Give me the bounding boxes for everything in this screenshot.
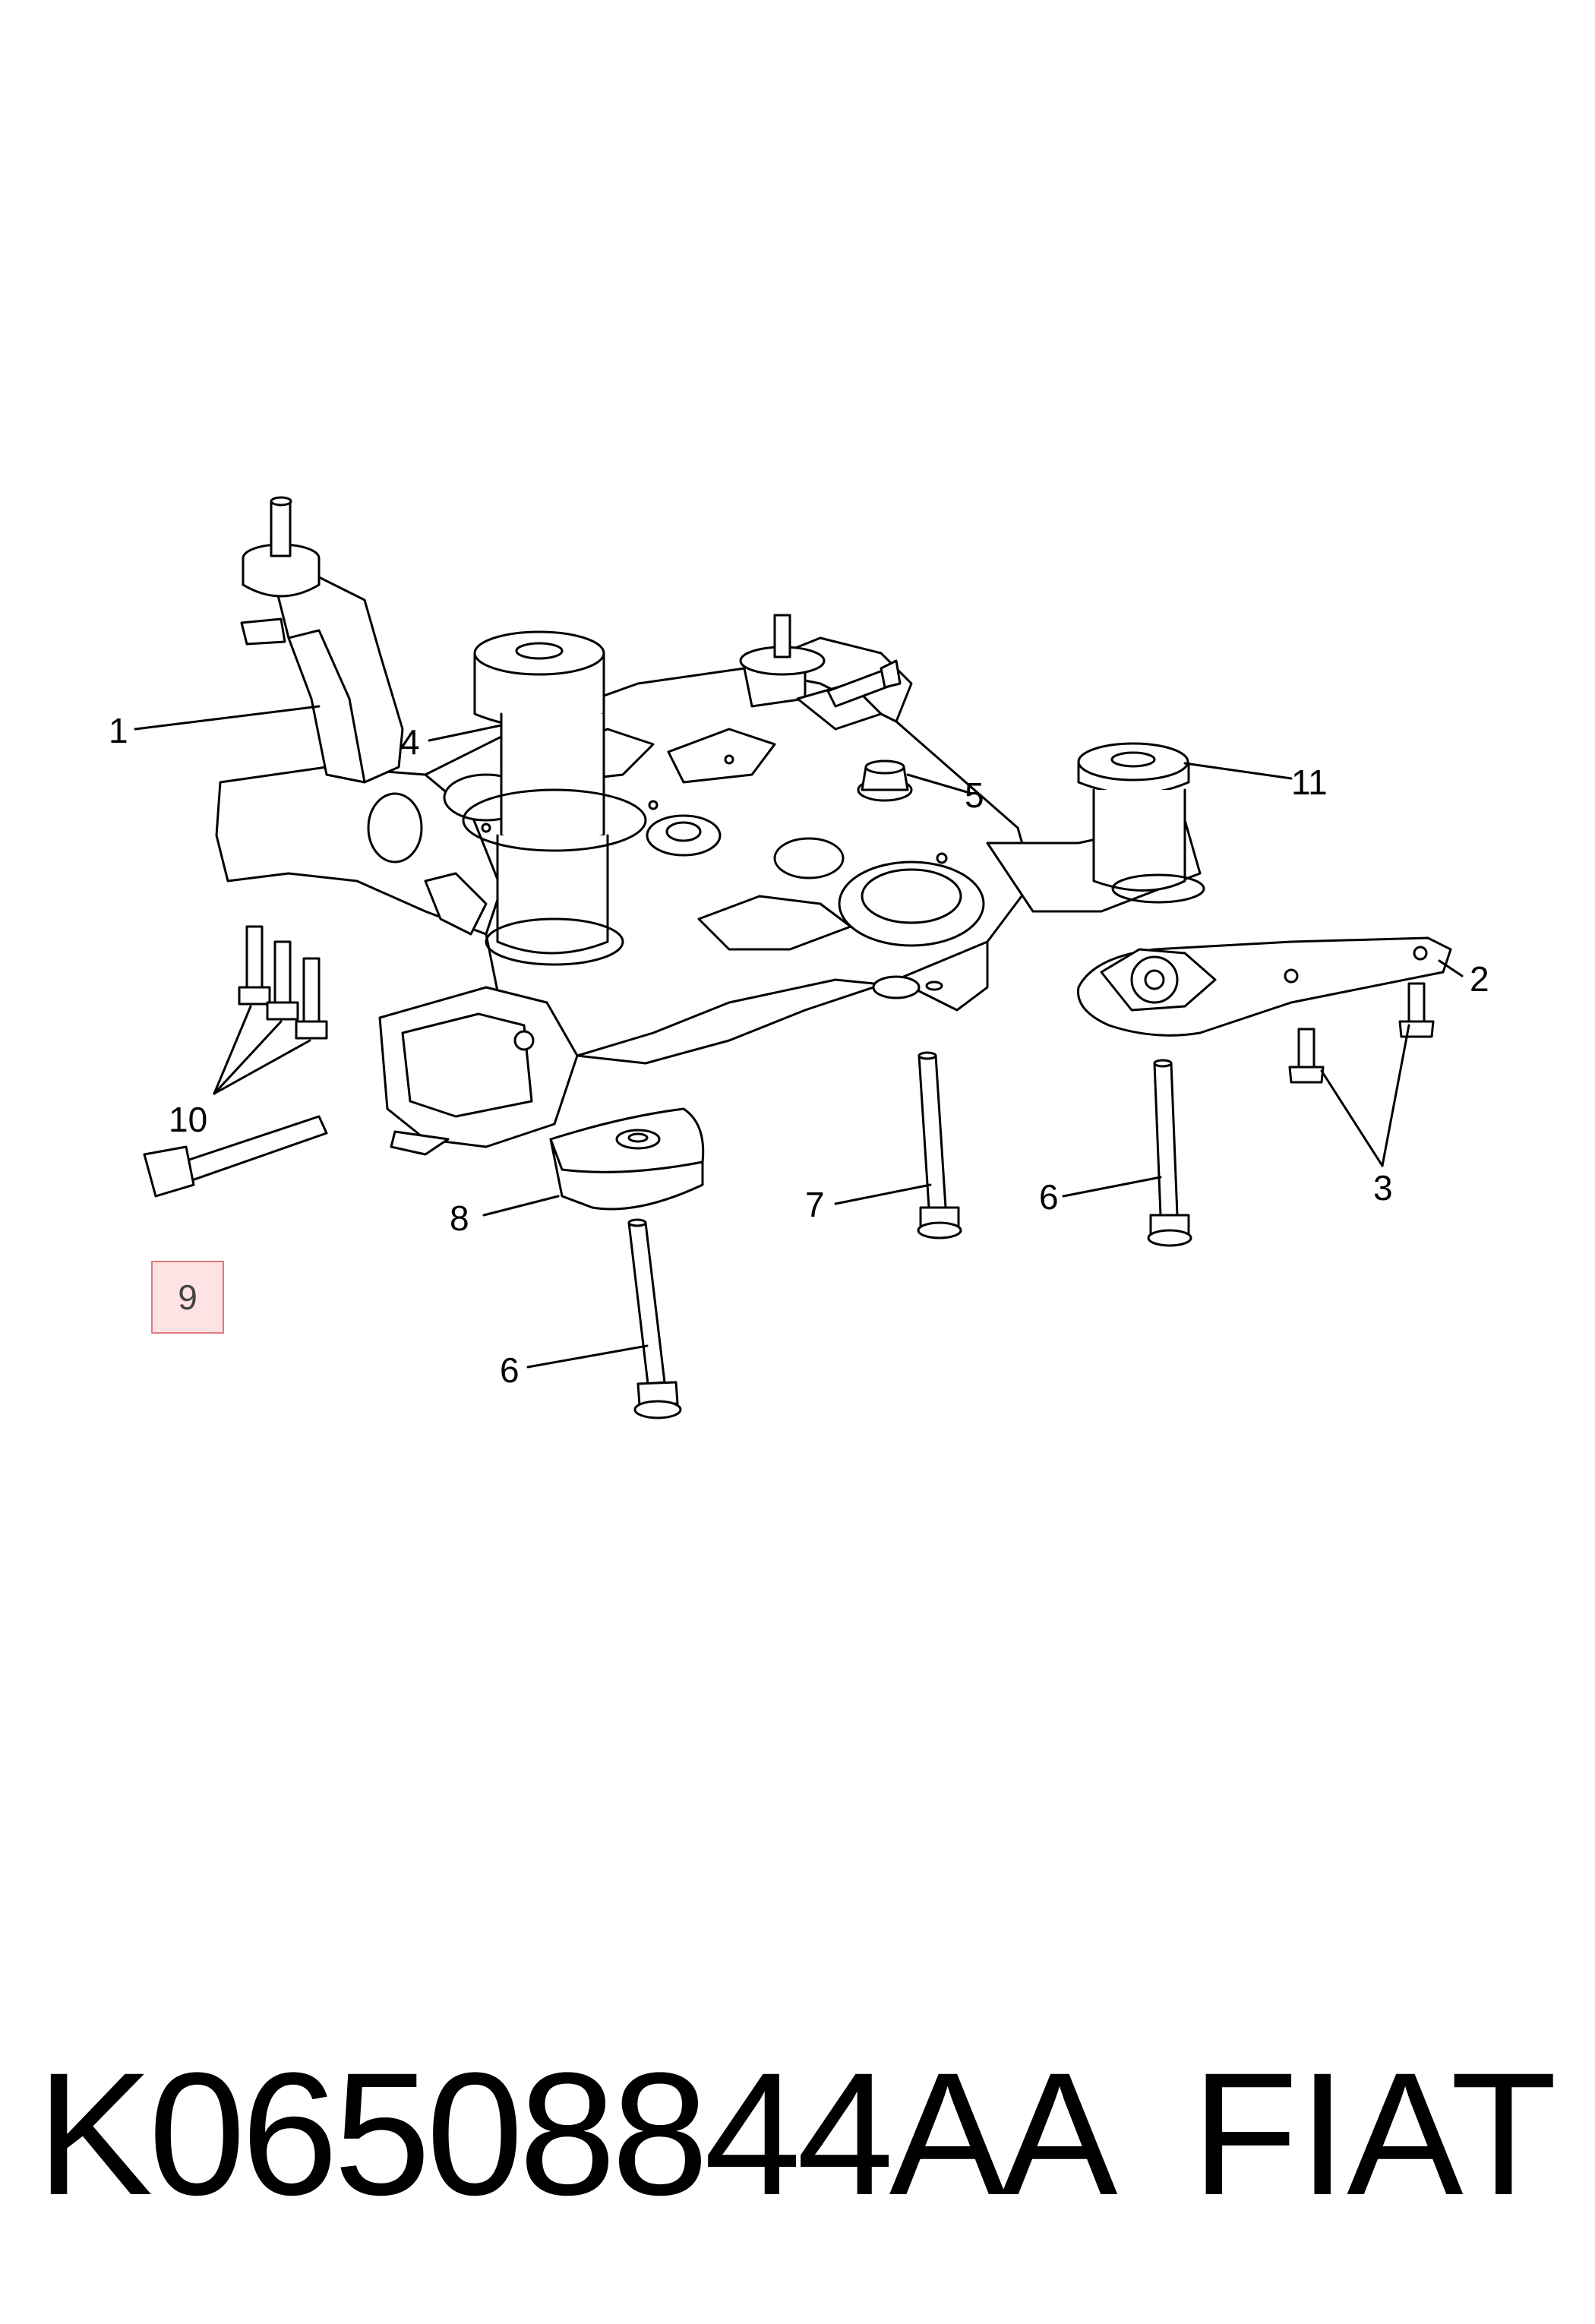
footer: K06508844AA FIAT xyxy=(0,2020,1595,2248)
bracket-2 xyxy=(1077,936,1452,1037)
nut-5 xyxy=(857,759,913,802)
callout-2[interactable]: 2 xyxy=(1470,959,1489,999)
bolt-10c xyxy=(295,957,328,1040)
bolt-6a xyxy=(1147,1059,1192,1247)
highlighted-callout-9[interactable]: 9 xyxy=(151,1261,224,1334)
callout-1[interactable]: 1 xyxy=(109,711,128,750)
bolt-10a xyxy=(238,925,271,1006)
mount-8 xyxy=(549,1107,705,1211)
bushing-11 xyxy=(1077,742,1205,904)
bolt-10b xyxy=(266,940,299,1021)
callout-6-right[interactable]: 6 xyxy=(1039,1177,1059,1217)
callout-11[interactable]: 11 xyxy=(1291,763,1328,802)
part-number: K06508844AA xyxy=(36,2036,1118,2231)
callout-10[interactable]: 10 xyxy=(169,1100,207,1139)
callout-5[interactable]: 5 xyxy=(965,775,984,815)
brand-name: FIAT xyxy=(1191,2036,1557,2231)
callout-6-lower[interactable]: 6 xyxy=(500,1350,520,1390)
leader-lines xyxy=(134,705,1464,1369)
bolt-6b xyxy=(627,1218,682,1419)
callout-4[interactable]: 4 xyxy=(400,722,420,762)
bushing-4 xyxy=(462,630,647,966)
callout-labels: 1 4 5 11 2 10 3 7 6 8 6 xyxy=(109,711,1489,1390)
bolt-7 xyxy=(917,1051,962,1239)
callout-7[interactable]: 7 xyxy=(805,1185,825,1224)
callout-8[interactable]: 8 xyxy=(450,1198,469,1238)
bolt-9 xyxy=(143,1115,328,1198)
rear-upright xyxy=(739,614,902,731)
bolt-3a xyxy=(1288,1028,1325,1084)
bolt-3b xyxy=(1398,982,1435,1038)
callout-3[interactable]: 3 xyxy=(1373,1168,1393,1208)
left-upright xyxy=(240,496,404,784)
